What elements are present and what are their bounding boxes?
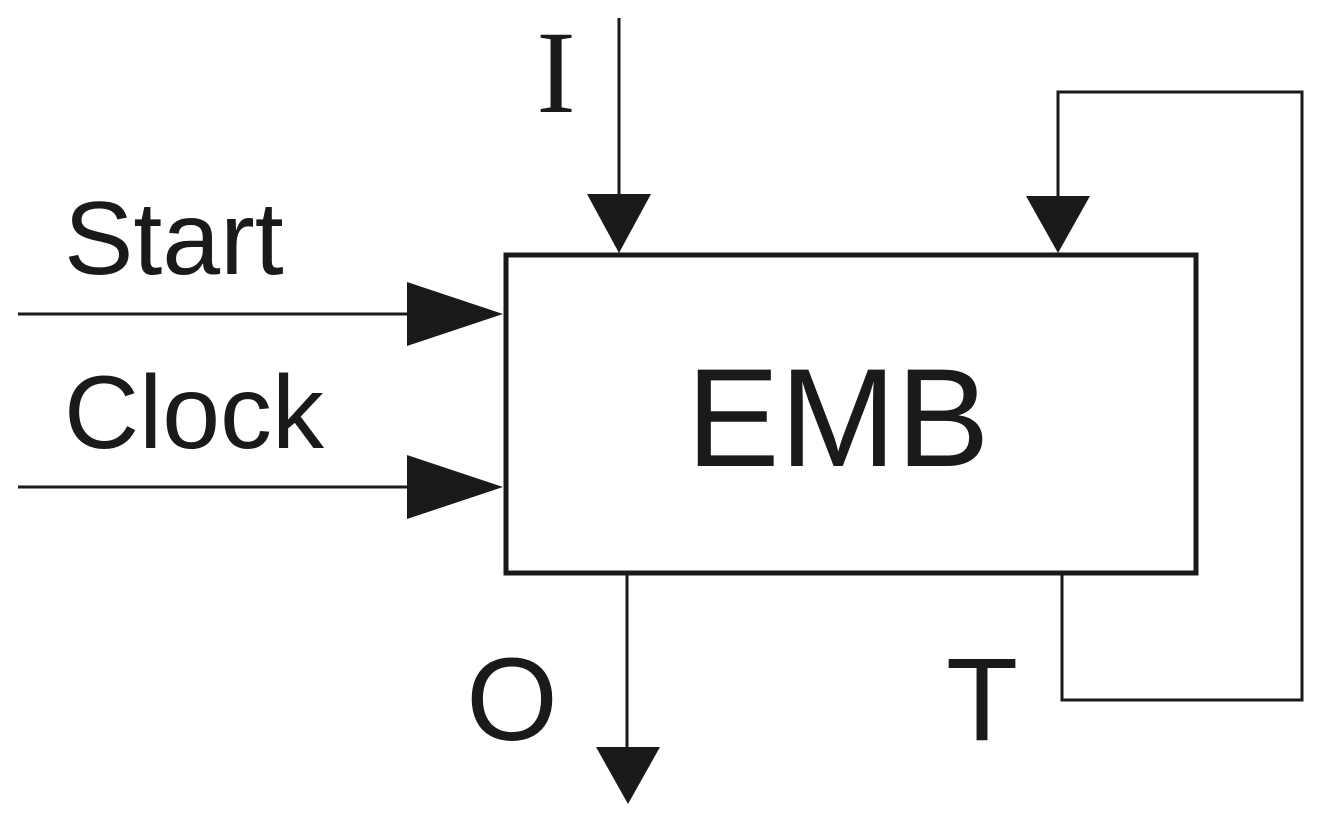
emb-block-label: EMB bbox=[686, 339, 989, 496]
output-o-label: O bbox=[466, 634, 558, 766]
input-start-arrowhead bbox=[407, 282, 503, 346]
input-clock-arrowhead bbox=[407, 455, 503, 519]
input-start-label: Start bbox=[64, 181, 284, 297]
feedback-loop-wire bbox=[1056, 90, 1304, 702]
input-i-arrowhead bbox=[587, 194, 651, 253]
feedback-arrowhead bbox=[1026, 196, 1090, 253]
input-i-label: I bbox=[536, 7, 575, 138]
output-t-label: T bbox=[946, 634, 1018, 766]
emb-block bbox=[503, 252, 1199, 576]
input-clock-label: Clock bbox=[64, 355, 325, 471]
output-o-arrowhead bbox=[596, 747, 660, 804]
